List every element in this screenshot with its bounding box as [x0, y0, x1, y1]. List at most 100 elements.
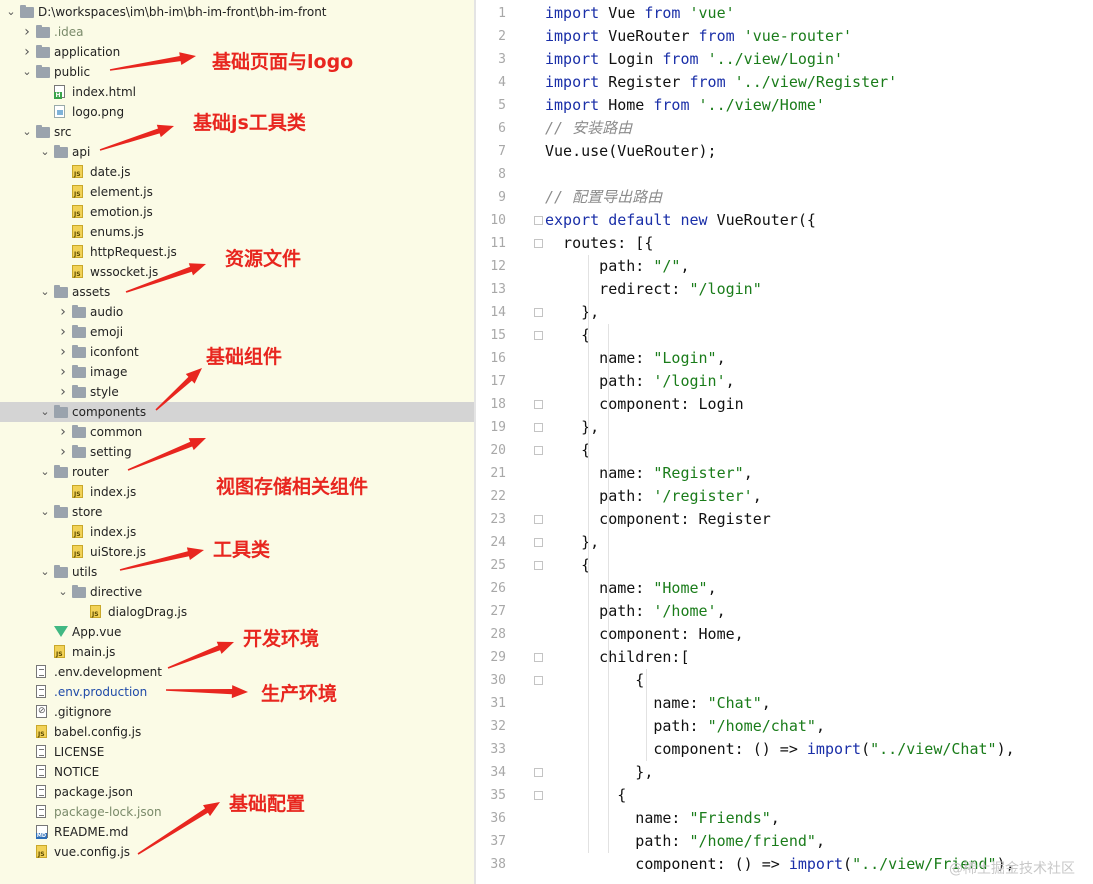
tree-item[interactable]: ›image: [0, 362, 474, 382]
chevron-down-icon[interactable]: ⌄: [40, 465, 50, 478]
tree-item[interactable]: ⌄api: [0, 142, 474, 162]
code-line[interactable]: name: "Friends",: [545, 807, 780, 830]
code-line[interactable]: import VueRouter from 'vue-router': [545, 25, 852, 48]
tree-item[interactable]: NOTICE: [0, 762, 474, 782]
tree-item[interactable]: ⌄directive: [0, 582, 474, 602]
chevron-down-icon[interactable]: ⌄: [40, 565, 50, 578]
tree-item[interactable]: ⌄public: [0, 62, 474, 82]
fold-marker-icon[interactable]: [534, 446, 543, 455]
code-line[interactable]: import Login from '../view/Login': [545, 48, 843, 71]
code-line[interactable]: },: [545, 761, 653, 784]
tree-item[interactable]: ›style: [0, 382, 474, 402]
code-line[interactable]: routes: [{: [545, 232, 653, 255]
fold-marker-icon[interactable]: [534, 676, 543, 685]
code-line[interactable]: name: "Home",: [545, 577, 716, 600]
tree-item[interactable]: ⌄router: [0, 462, 474, 482]
tree-item[interactable]: README.md: [0, 822, 474, 842]
tree-item[interactable]: ›audio: [0, 302, 474, 322]
tree-item[interactable]: .gitignore: [0, 702, 474, 722]
tree-item[interactable]: ›emoji: [0, 322, 474, 342]
chevron-down-icon[interactable]: ⌄: [40, 285, 50, 298]
tree-item[interactable]: ⌄utils: [0, 562, 474, 582]
code-line[interactable]: import Register from '../view/Register': [545, 71, 897, 94]
tree-item[interactable]: .env.production: [0, 682, 474, 702]
tree-item[interactable]: ›iconfont: [0, 342, 474, 362]
chevron-right-icon[interactable]: ›: [60, 444, 66, 460]
fold-marker-icon[interactable]: [534, 653, 543, 662]
code-line[interactable]: export default new VueRouter({: [545, 209, 816, 232]
chevron-down-icon[interactable]: ⌄: [40, 145, 50, 158]
code-line[interactable]: {: [545, 439, 590, 462]
tree-item[interactable]: App.vue: [0, 622, 474, 642]
chevron-down-icon[interactable]: ⌄: [6, 5, 16, 18]
tree-item[interactable]: package.json: [0, 782, 474, 802]
chevron-right-icon[interactable]: ›: [60, 324, 66, 340]
code-line[interactable]: name: "Chat",: [545, 692, 770, 715]
code-line[interactable]: path: "/",: [545, 255, 689, 278]
fold-marker-icon[interactable]: [534, 515, 543, 524]
code-line[interactable]: path: '/home',: [545, 600, 725, 623]
code-line[interactable]: component: Register: [545, 508, 771, 531]
chevron-down-icon[interactable]: ⌄: [22, 125, 32, 138]
code-line[interactable]: path: '/login',: [545, 370, 734, 393]
chevron-down-icon[interactable]: ⌄: [40, 505, 50, 518]
fold-marker-icon[interactable]: [534, 239, 543, 248]
fold-marker-icon[interactable]: [534, 423, 543, 432]
code-line[interactable]: component: () => import("../view/Friend"…: [545, 853, 1014, 876]
code-line[interactable]: component: Login: [545, 393, 744, 416]
fold-marker-icon[interactable]: [534, 331, 543, 340]
code-line[interactable]: },: [545, 301, 599, 324]
chevron-down-icon[interactable]: ⌄: [40, 405, 50, 418]
code-line[interactable]: {: [545, 324, 590, 347]
tree-item[interactable]: .env.development: [0, 662, 474, 682]
tree-item[interactable]: index.html: [0, 82, 474, 102]
tree-item[interactable]: ›.idea: [0, 22, 474, 42]
code-line[interactable]: {: [545, 669, 644, 692]
tree-item[interactable]: ›application: [0, 42, 474, 62]
code-line[interactable]: path: "/home/friend",: [545, 830, 825, 853]
fold-marker-icon[interactable]: [534, 538, 543, 547]
chevron-right-icon[interactable]: ›: [60, 364, 66, 380]
code-line[interactable]: {: [545, 784, 626, 807]
fold-marker-icon[interactable]: [534, 216, 543, 225]
chevron-right-icon[interactable]: ›: [24, 44, 30, 60]
project-root-row[interactable]: ⌄ D:\workspaces\im\bh-im\bh-im-front\bh-…: [0, 2, 474, 22]
fold-marker-icon[interactable]: [534, 561, 543, 570]
code-line[interactable]: {: [545, 554, 590, 577]
tree-item[interactable]: ›common: [0, 422, 474, 442]
tree-item[interactable]: ⌄components: [0, 402, 474, 422]
tree-item[interactable]: ⌄store: [0, 502, 474, 522]
tree-item[interactable]: package-lock.json: [0, 802, 474, 822]
code-line[interactable]: // 配置导出路由: [545, 186, 662, 209]
code-line[interactable]: import Vue from 'vue': [545, 2, 735, 25]
code-line[interactable]: },: [545, 531, 599, 554]
chevron-right-icon[interactable]: ›: [60, 384, 66, 400]
code-line[interactable]: children:[: [545, 646, 689, 669]
code-line[interactable]: component: Home,: [545, 623, 744, 646]
fold-marker-icon[interactable]: [534, 768, 543, 777]
fold-marker-icon[interactable]: [534, 791, 543, 800]
code-line[interactable]: redirect: "/login": [545, 278, 762, 301]
code-line[interactable]: path: "/home/chat",: [545, 715, 825, 738]
chevron-down-icon[interactable]: ⌄: [58, 585, 68, 598]
chevron-down-icon[interactable]: ⌄: [22, 65, 32, 78]
tree-item[interactable]: logo.png: [0, 102, 474, 122]
code-line[interactable]: },: [545, 416, 599, 439]
tree-item[interactable]: ›setting: [0, 442, 474, 462]
chevron-right-icon[interactable]: ›: [60, 424, 66, 440]
fold-marker-icon[interactable]: [534, 400, 543, 409]
fold-marker-icon[interactable]: [534, 308, 543, 317]
code-line[interactable]: import Home from '../view/Home': [545, 94, 825, 117]
panel-divider[interactable]: [474, 0, 476, 884]
